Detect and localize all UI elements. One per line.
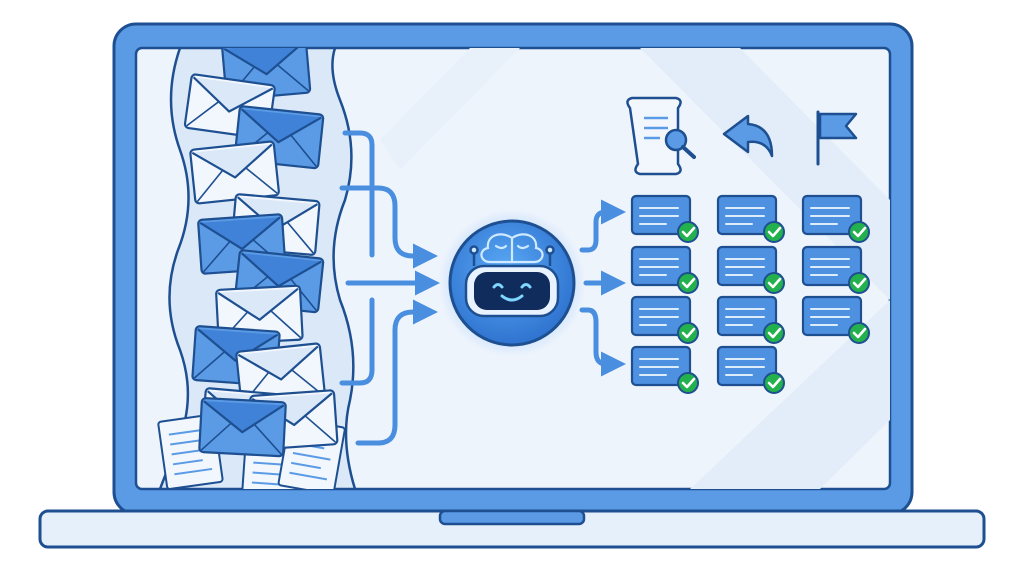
email-card <box>630 245 699 294</box>
search-document-icon <box>626 96 696 176</box>
email-card <box>801 295 870 344</box>
check-circle-icon <box>848 272 870 294</box>
outgoing-arrows <box>579 199 626 377</box>
outgoing-arrow-bottom <box>579 307 626 377</box>
email-card <box>716 245 785 294</box>
incoming-arrow-bottom <box>355 299 438 446</box>
robot-face <box>474 272 550 310</box>
incoming-arrow-top <box>342 130 375 258</box>
email-card <box>630 194 699 243</box>
ai-robot <box>438 209 586 357</box>
robot-smile-icon <box>492 283 532 302</box>
category-icons <box>626 96 858 176</box>
brain-icon <box>480 233 544 264</box>
check-circle-icon <box>763 372 785 394</box>
check-circle-icon <box>677 322 699 344</box>
check-circle-icon <box>763 322 785 344</box>
robot-antennas <box>469 245 555 266</box>
envelope-icon <box>198 397 287 458</box>
sorted-email-cards <box>630 194 870 394</box>
check-circle-icon <box>677 221 699 243</box>
envelope-stack <box>183 48 339 458</box>
check-circle-icon <box>763 221 785 243</box>
email-card <box>716 295 785 344</box>
inbox-pile <box>157 48 357 489</box>
flag-icon <box>816 110 858 166</box>
outgoing-arrow-top <box>579 199 626 253</box>
trackpad-notch <box>438 509 586 526</box>
check-circle-icon <box>763 272 785 294</box>
incoming-arrow-upper <box>339 185 438 269</box>
email-card <box>716 345 785 394</box>
email-card <box>801 245 870 294</box>
check-circle-icon <box>677 272 699 294</box>
incoming-arrow-lower <box>339 297 375 386</box>
envelope-icon <box>189 140 280 205</box>
envelope-icon <box>235 342 326 407</box>
email-card <box>716 194 785 243</box>
email-card <box>630 295 699 344</box>
email-card <box>801 194 870 243</box>
screen-decoration <box>380 48 890 489</box>
email-card <box>630 345 699 394</box>
incoming-arrows <box>339 130 440 446</box>
reply-arrow-icon <box>722 114 774 158</box>
check-circle-icon <box>848 322 870 344</box>
check-circle-icon <box>848 221 870 243</box>
check-circle-icon <box>677 372 699 394</box>
